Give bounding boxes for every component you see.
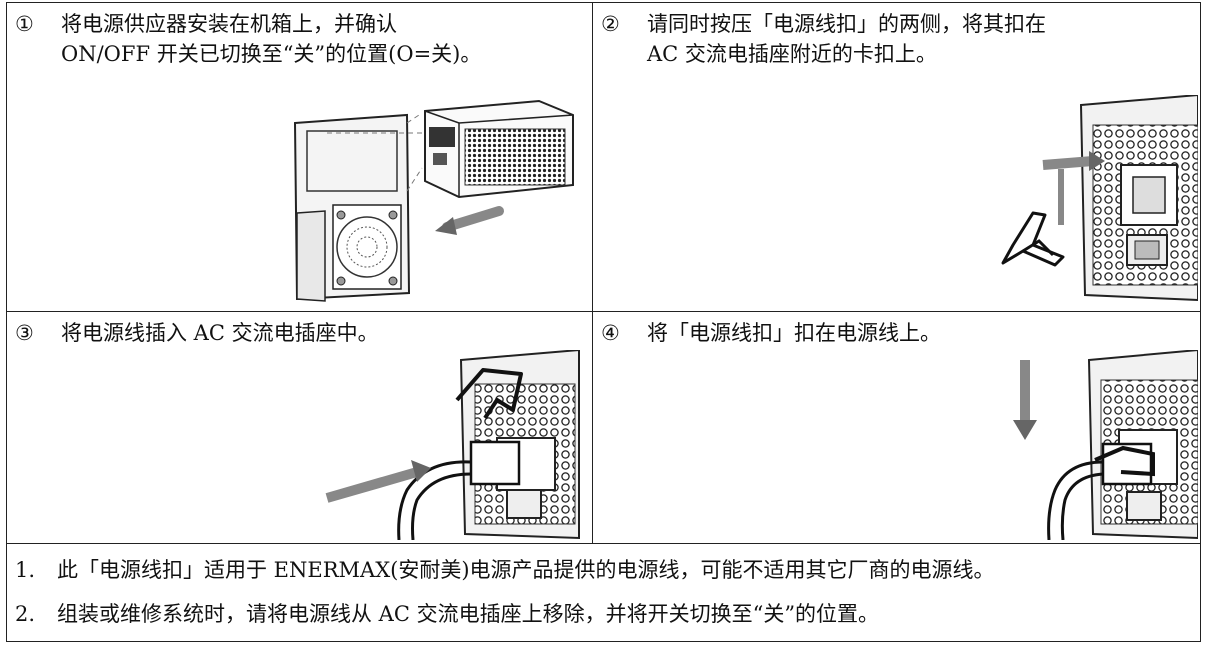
- step-1-cell: ① 将电源供应器安装在机箱上，并确认 ON/OFF 开关已切换至“关”的位置(O…: [6, 2, 593, 312]
- note-1: 1. 此「电源线扣」适用于 ENERMAX(安耐美)电源产品提供的电源线，可能不…: [15, 548, 1192, 592]
- step-4-number: ④: [601, 321, 620, 345]
- note-2: 2. 组装或维修系统时，请将电源线从 AC 交流电插座上移除，并将开关切换至“关…: [15, 592, 1192, 636]
- step-4-text: ④ 将「电源线扣」扣在电源线上。: [601, 318, 941, 348]
- step-2-line2: AC 交流电插座附近的卡扣上。: [647, 42, 937, 66]
- step-3-number: ③: [15, 321, 34, 345]
- note-2-text: 组装或维修系统时，请将电源线从 AC 交流电插座上移除，并将开关切换至“关”的位…: [57, 602, 880, 626]
- step-2-text: ② 请同时按压「电源线扣」的两侧，将其扣在 AC 交流电插座附近的卡扣上。: [601, 9, 1046, 69]
- notes-cell: 1. 此「电源线扣」适用于 ENERMAX(安耐美)电源产品提供的电源线，可能不…: [6, 543, 1201, 642]
- note-1-text: 此「电源线扣」适用于 ENERMAX(安耐美)电源产品提供的电源线，可能不适用其…: [57, 558, 995, 582]
- step-1-text: ① 将电源供应器安装在机箱上，并确认 ON/OFF 开关已切换至“关”的位置(O…: [15, 9, 481, 69]
- step-1-line2: ON/OFF 开关已切换至“关”的位置(O=关)。: [61, 42, 482, 66]
- note-2-number: 2.: [15, 602, 36, 626]
- note-1-number: 1.: [15, 558, 36, 582]
- step-2-line1: 请同时按压「电源线扣」的两侧，将其扣在: [647, 12, 1046, 36]
- step-3-line1: 将电源线插入 AC 交流电插座中。: [61, 321, 379, 345]
- step-4-line1: 将「电源线扣」扣在电源线上。: [647, 321, 941, 345]
- psu-install-illustration: [277, 93, 587, 305]
- power-cord-insert-illustration: [307, 350, 587, 540]
- step-1-number: ①: [15, 12, 34, 36]
- step-2-number: ②: [601, 12, 620, 36]
- clip-on-cord-illustration: [1003, 350, 1198, 540]
- step-2-cell: ② 请同时按压「电源线扣」的两侧，将其扣在 AC 交流电插座附近的卡扣上。: [592, 2, 1201, 312]
- step-4-cell: ④ 将「电源线扣」扣在电源线上。: [592, 311, 1201, 544]
- instruction-table: ① 将电源供应器安装在机箱上，并确认 ON/OFF 开关已切换至“关”的位置(O…: [6, 2, 1201, 642]
- step-3-cell: ③ 将电源线插入 AC 交流电插座中。: [6, 311, 593, 544]
- step-3-text: ③ 将电源线插入 AC 交流电插座中。: [15, 318, 379, 348]
- instruction-sheet: ① 将电源供应器安装在机箱上，并确认 ON/OFF 开关已切换至“关”的位置(O…: [6, 2, 1201, 648]
- cable-clip-attach-illustration: [993, 95, 1198, 307]
- step-1-line1: 将电源供应器安装在机箱上，并确认: [61, 12, 397, 36]
